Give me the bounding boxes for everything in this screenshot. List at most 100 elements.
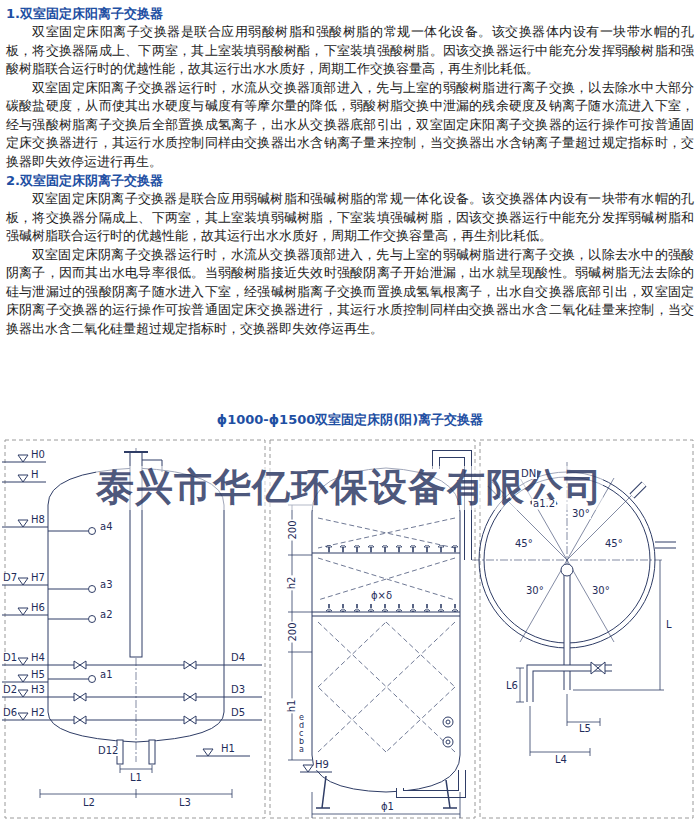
outlet-pipe: [564, 572, 571, 690]
dimension-line: [590, 748, 591, 756]
level-line: [2, 720, 48, 721]
dimension-line: [312, 792, 313, 818]
dimension-line: [40, 789, 41, 798]
valve-symbol: [591, 662, 605, 674]
dimension-label: H2: [30, 708, 46, 718]
level-marker: [18, 713, 28, 720]
dimension-line: [288, 505, 460, 818]
dimension-line: [520, 668, 521, 702]
callout-letter: c: [299, 730, 303, 738]
dimension-line: [288, 760, 312, 761]
dimension-label: 30°: [571, 509, 591, 519]
dimension-line: [660, 560, 661, 690]
dimension-label: h1: [287, 699, 297, 714]
dimension-label: H9: [314, 760, 330, 770]
valve-symbol: [74, 716, 86, 724]
resin-hatch: [318, 558, 455, 600]
dimension-label: H6: [30, 603, 46, 613]
dimension-line: [288, 555, 312, 556]
perforated-plate: [312, 612, 460, 613]
view-frame: [5, 440, 693, 818]
dimension-label: H7: [30, 573, 46, 583]
callout-letter: a: [299, 746, 304, 754]
outlet-pipe: [530, 564, 612, 702]
dimension-label: h2: [287, 576, 297, 591]
dimension-label: 200: [287, 621, 297, 642]
resin-hatch: [318, 622, 455, 752]
dimension-label: L2: [82, 798, 96, 808]
sample-port: [89, 586, 96, 593]
dimension-label: a1.2: [532, 499, 556, 509]
dimension-line: [600, 718, 601, 726]
water-cap-row: [318, 545, 458, 553]
callout-letter: e: [299, 714, 304, 722]
distributor: [312, 553, 460, 554]
sample-port: [48, 528, 96, 683]
nozzle-port: [443, 717, 453, 727]
callout-letter: b: [299, 738, 304, 746]
angle-line: [567, 560, 614, 642]
dimension-label: D2: [2, 685, 18, 695]
level-marker: [203, 749, 213, 756]
dimension-line: [530, 706, 531, 756]
outlet-pipe: [400, 770, 462, 794]
nozzle-stub: [655, 543, 676, 548]
dimension-label: H8: [30, 515, 46, 525]
level-marker: [18, 658, 28, 665]
level-marker: [18, 520, 28, 527]
level-marker: [18, 675, 28, 682]
nozzle-stub: [632, 484, 644, 496]
dimension-label: 30°: [525, 586, 545, 596]
resin-hatch: [386, 687, 455, 752]
dimension-label: H0: [30, 450, 46, 460]
dimension-label: D4: [230, 653, 246, 663]
level-line: [2, 697, 48, 698]
sample-port: [48, 589, 88, 590]
callout-letter: d: [299, 722, 304, 730]
valve-symbol: [184, 716, 196, 724]
dimension-label: L4: [554, 755, 568, 765]
level-line: [2, 665, 48, 666]
vessel-outline: [312, 468, 460, 792]
dimension-label: L1: [129, 773, 143, 783]
level-line: [2, 462, 46, 463]
bottom-pipe: [149, 740, 155, 764]
outlet-pipe: [561, 564, 573, 576]
dimension-label: DN: [520, 469, 537, 479]
level-marker: [18, 455, 28, 462]
dimension-label: 30°: [591, 586, 611, 596]
nozzle-stub: [655, 542, 676, 549]
valve-symbol: [74, 661, 196, 724]
center-line: [472, 560, 664, 561]
dimension-label: D5: [230, 708, 246, 718]
dimension-line: [232, 789, 233, 798]
dimension-line: [573, 690, 656, 691]
level-line: [2, 585, 48, 586]
dimension-line: [516, 560, 664, 756]
valve-symbol: [74, 693, 86, 701]
dimension-label: L6: [505, 681, 519, 691]
outlet-pipe: [565, 572, 570, 690]
dimension-label: a1: [99, 670, 114, 680]
text-column: 1.双室固定床阳离子交换器双室固定床阳离子交换器是联合应用弱酸树脂和强酸树脂的常…: [6, 4, 694, 338]
dimension-line: [152, 765, 153, 773]
dimension-label: L3: [178, 798, 192, 808]
pipe-flange: [124, 451, 148, 453]
dimension-label: D3: [230, 685, 246, 695]
outlet-pipe: [530, 668, 612, 702]
dimension-label: H5: [30, 670, 46, 680]
valve-symbol: [184, 693, 196, 701]
dimension-label: D6: [2, 708, 18, 718]
dimension-label: ϕ1: [380, 802, 395, 812]
dimension-label: L: [665, 620, 673, 630]
dimension-line: [120, 769, 152, 770]
dimension-line: [460, 792, 461, 818]
section-heading: 2.双室固定床阴离子交换器: [6, 171, 694, 190]
dimension-line: [40, 765, 232, 798]
nozzle-stub: [632, 484, 644, 496]
nozzle-port: [446, 720, 450, 724]
resin-hatch: [318, 622, 455, 752]
level-line: [2, 682, 48, 683]
figure-title: ϕ1000-ϕ1500双室固定床阴(阳)离子交换器: [0, 411, 700, 429]
